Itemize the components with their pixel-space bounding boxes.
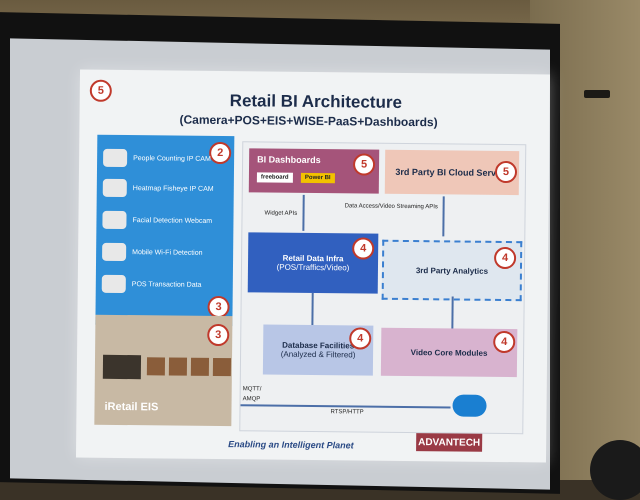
bi-dashboards-label: BI Dashboards [257,154,321,165]
sensor-panel: 2 People Counting IP CAM Heatmap Fisheye… [95,135,234,326]
step-badge: 3 [207,324,229,346]
device-row: People Counting IP CAM [103,145,231,172]
step-badge: 4 [349,327,371,349]
step-badge: 5 [495,161,517,183]
device-label: Facial Detection Webcam [132,217,212,225]
module-icon [147,357,165,375]
connector-line [451,296,453,328]
cloud-icon [452,394,486,416]
third-party-cloud-label: 3rd Party BI Cloud Service [395,167,508,178]
widget-apis-label: Widget APIs [265,210,298,216]
module-icon [191,358,209,376]
step-badge: 4 [494,247,516,269]
retail-data-infra-sub: (POS/Traffics/Video) [277,263,350,273]
step-badge: 3 [207,296,229,318]
module-icon [213,358,231,376]
step-badge: 4 [352,237,374,259]
connector-line [241,404,451,408]
freeboard-chip: freeboard [257,172,293,182]
router-icon [102,243,126,261]
advantech-logo: ADVANTECH [416,433,482,452]
step-badge: 4 [493,331,515,353]
video-core-modules-box: Video Core Modules 4 [381,328,517,377]
connector-line [302,195,304,231]
video-core-label: Video Core Modules [411,348,488,358]
mqtt-label: MQTT/ [243,386,262,392]
architecture-area: BI Dashboards freeboard Power BI 5 3rd P… [239,141,526,434]
pos-terminal-icon [102,275,126,293]
retail-data-infra-box: Retail Data Infra (POS/Traffics/Video) 4 [248,232,379,293]
connector-line [311,293,313,325]
data-access-label: Data Access/Video Streaming APIs [345,203,438,210]
step-badge: 5 [353,153,375,175]
amqp-label: AMQP [243,396,261,402]
webcam-icon [102,211,126,229]
eis-label: iRetail EIS [104,401,158,414]
device-label: Heatmap Fisheye IP CAM [133,185,214,193]
third-party-analytics-box: 3rd Party Analytics 4 [382,240,523,301]
database-facilities-sub: (Analyzed & Filtered) [281,350,356,360]
slide-title: Retail BI Architecture [230,91,402,113]
slide-footer: Enabling an Intelligent Planet [228,439,354,450]
slide-subtitle: (Camera+POS+EIS+WISE-PaaS+Dashboards) [179,113,437,130]
device-row: Facial Detection Webcam [102,207,230,234]
rtsp-label: RTSP/HTTP [330,409,363,415]
section-number-badge: 5 [90,80,112,102]
fisheye-camera-icon [103,179,127,197]
presentation-slide: 5 Retail BI Architecture (Camera+POS+EIS… [76,70,550,463]
device-row: Mobile Wi-Fi Detection [102,239,230,266]
connector-line [442,196,444,236]
database-facilities-box: Database Facilities (Analyzed & Filtered… [263,324,374,375]
eis-device-icon [103,355,141,379]
eis-panel: 3 iRetail EIS [94,315,232,426]
ceiling-light [584,90,610,98]
audience-head [590,440,640,500]
device-row: Heatmap Fisheye IP CAM [103,175,231,202]
device-label: People Counting IP CAM [133,155,211,163]
powerbi-chip: Power BI [301,173,335,183]
device-row: POS Transaction Data [102,271,230,298]
third-party-analytics-label: 3rd Party Analytics [416,266,488,276]
bi-dashboards-box: BI Dashboards freeboard Power BI 5 [249,148,379,193]
device-label: POS Transaction Data [132,281,202,289]
dome-camera-icon [103,149,127,167]
third-party-cloud-box: 3rd Party BI Cloud Service 5 [385,150,519,195]
module-icon [169,357,187,375]
device-label: Mobile Wi-Fi Detection [132,249,202,257]
